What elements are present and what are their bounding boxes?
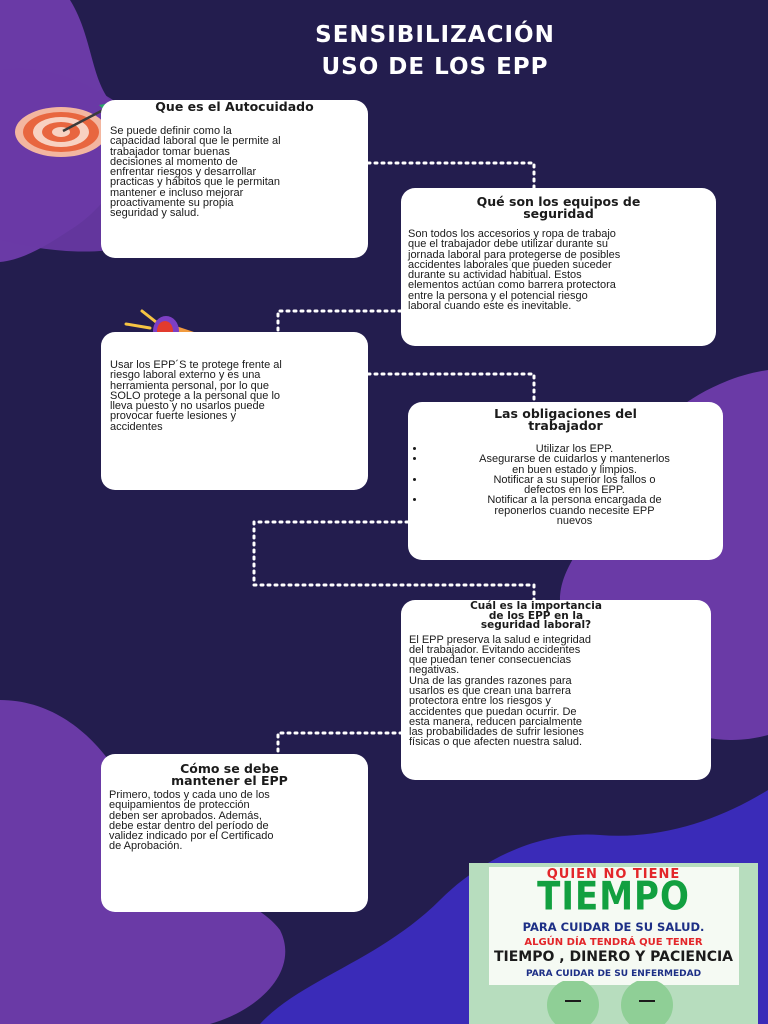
obligations-list: Utilizar los EPP. Asegurarse de cuidarlo… [408,444,723,527]
card-equipos-seguridad: Qué son los equipos de seguridad Son tod… [401,188,716,346]
page-title-line-2: USO DE LOS EPP [321,54,549,80]
poster-line-4: ALGÚN DÍA TENDRÁ QUE TENER [524,937,703,948]
card-heading: Las obligaciones del trabajador [494,406,637,433]
card-heading: Qué son los equipos de seguridad [476,194,641,221]
card-autocuidado: Que es el Autocuidado Se puede definir c… [101,100,368,258]
poster-line-5: TIEMPO , DINERO Y PACIENCIA [493,949,734,965]
page-title-line-1: SENSIBILIZACIÓN [315,22,555,48]
poster-line-3: PARA CUIDAR DE SU SALUD. [522,920,705,934]
poster-line-6: PARA CUIDAR DE SU ENFERMEDAD [525,969,702,979]
card-body: Usar los EPP´S te protege frente al ries… [110,359,282,433]
poster-line-1: QUIEN NO TIENE [546,867,681,882]
list-item: Utilizar los EPP. [426,444,723,455]
card-heading: Cuál es la importancia de los EPP en la … [470,600,602,631]
card-body: Son todos los accesorios y ropa de traba… [408,228,621,313]
card-importancia: Cuál es la importancia de los EPP en la … [401,600,711,780]
list-item: Asegurarse de cuidarlos y mantenerlosen … [426,454,723,475]
card-body: Primero, todos y cada uno de los equipam… [109,789,274,853]
card-uso-epp: Usar los EPP´S te protege frente al ries… [101,332,368,490]
poster-panel [489,867,739,985]
poster-faces [547,981,673,1024]
card-obligaciones: Las obligaciones del trabajador Utilizar… [408,402,723,560]
list-item: Notificar a su superior los fallos odefe… [426,474,723,495]
card-heading: Cómo se debe mantener el EPP [171,761,288,788]
card-body: Se puede definir como la capacidad labor… [110,125,281,220]
poster-line-2: TIEMPO [537,874,690,920]
target-icon [15,103,110,157]
card-heading: Que es el Autocuidado [155,99,314,114]
card-body: El EPP preserva la salud e integridad de… [409,633,592,749]
health-time-poster: QUIEN NO TIENE TIEMPO PARA CUIDAR DE SU … [469,863,758,1024]
card-mantener-epp: Cómo se debe mantener el EPP Primero, to… [101,754,368,912]
list-item: Notificar a la persona encargada derepon… [426,495,723,527]
